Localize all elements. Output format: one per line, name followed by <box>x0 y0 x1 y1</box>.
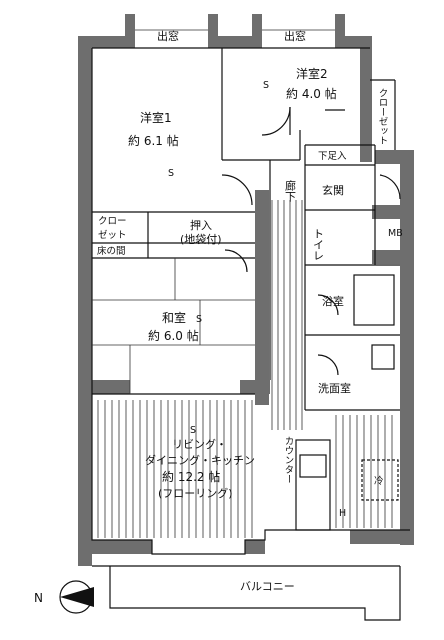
compass-label: N <box>34 591 43 605</box>
shoe-storage-label: 下足入 <box>318 151 347 162</box>
japanese-room-size: 約 6.0 帖 <box>148 328 199 343</box>
western-room-2-symbol: S <box>263 80 269 91</box>
ldk-line-2: ダイニング・キッチン <box>145 453 255 467</box>
oshiire-line-2: (地袋付) <box>180 232 222 246</box>
japanese-room-name: 和室 <box>162 310 186 325</box>
fridge-label: 冷 <box>374 475 384 487</box>
windows: 出窓 出窓 <box>135 29 335 43</box>
kitchen-hatch <box>335 415 393 528</box>
exterior-walls <box>78 14 414 566</box>
western-room-1-name: 洋室1 <box>140 110 172 125</box>
toilet-label: トイレ <box>312 228 325 261</box>
hallway-hatch <box>271 200 303 430</box>
japanese-room-symbol: S <box>196 314 202 325</box>
western-room-1-symbol: S <box>168 168 174 179</box>
flooring-hatch <box>97 400 253 538</box>
closet-west-line-2: ゼット <box>98 229 127 241</box>
interior-walls <box>91 47 410 621</box>
ldk-line-1: リビング・ <box>172 437 227 451</box>
western-room-2-name: 洋室2 <box>296 66 328 81</box>
entrance-label: 玄関 <box>322 183 344 197</box>
water-heater-label: H <box>339 508 346 519</box>
closet-east-label: クローゼット <box>377 88 389 145</box>
hallway-label: 廊下 <box>284 179 297 203</box>
western-room-1-size: 約 6.1 帖 <box>128 133 179 148</box>
compass: N <box>34 580 94 614</box>
counter-label: カウンター <box>283 436 295 484</box>
tokonoma-label: 床の間 <box>97 245 126 257</box>
window-label-left: 出窓 <box>157 29 179 43</box>
bathroom-label: 浴室 <box>322 294 344 308</box>
ldk-line-3: 約 12.2 帖 <box>162 469 220 484</box>
balcony-label: バルコニー <box>240 580 295 593</box>
meter-box-label: MB <box>388 228 403 239</box>
washroom-label: 洗面室 <box>318 381 351 395</box>
tatami-lines <box>92 258 255 394</box>
western-room-2-size: 約 4.0 帖 <box>286 86 337 101</box>
ldk-symbol: S <box>190 425 196 436</box>
door-swings <box>221 106 401 376</box>
ldk-line-4: (フローリング) <box>158 486 233 500</box>
window-label-right: 出窓 <box>284 29 306 43</box>
room-labels: 洋室1 約 6.1 帖 S 洋室2 約 4.0 帖 S 和室 S 約 6.0 帖… <box>97 66 403 593</box>
closet-west-line-1: クロー <box>98 216 127 227</box>
oshiire-line-1: 押入 <box>190 218 212 232</box>
compass-needle-icon <box>60 587 94 607</box>
vertical-labels: 廊下 トイレ クローゼット カウンター <box>283 88 389 484</box>
